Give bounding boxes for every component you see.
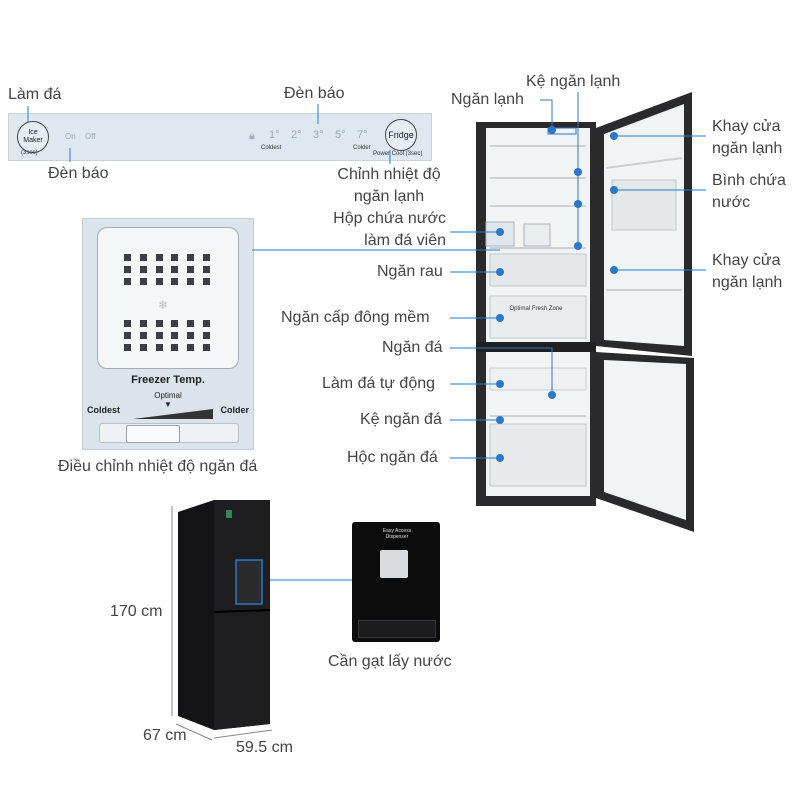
callout-lines [27,92,706,581]
soft-freeze-callout: Ngăn cấp đông mềm [281,309,430,326]
water-lever[interactable] [380,550,408,578]
freezer-compartment-callout: Ngăn đá [382,339,443,356]
dial-dots-top [124,254,214,285]
temp-step-2: 2° [291,129,302,141]
freezer-shelf-callout: Kệ ngăn đá [360,411,442,428]
dial-colder-label: Colder [220,405,249,415]
temp-step-3: 3° [313,129,324,141]
ice-maker-callout: Làm đá [8,86,62,103]
indicator-callout-bottom: Đèn báo [48,165,109,182]
optimal-text: Optimal [154,391,182,400]
temp-step-7: 7° [357,129,368,141]
optimal-arrow-icon: ▼ [164,400,172,409]
control-panel: Ice Maker (3sec) On Off 🔒︎ 1° 2° 3° 5° 7… [8,113,432,161]
freezer-temp-slider[interactable] [99,423,239,443]
freezer-dial-caption: Điều chỉnh nhiệt độ ngăn đá [58,458,258,475]
ice-tray-box-callout: Hộp chứa nước làm đá viên [333,210,446,249]
vegetable-drawer-callout: Ngăn rau [377,263,443,280]
water-dispenser-closeup: Easy Access Dispenser [352,522,440,642]
on-indicator: On [65,132,76,141]
fridge-button[interactable]: Fridge [385,119,417,151]
ice-maker-button-label: Ice Maker [23,129,43,144]
ice-maker-hint: (3sec) [21,150,38,156]
power-cool-hint: Power Cool (3sec) [373,151,423,157]
auto-ice-callout: Làm đá tự động [322,375,436,392]
fridge-button-label: Fridge [388,130,414,140]
freezer-dial: ❄ Freezer Temp. Optimal▼ Coldest Colder [82,218,254,450]
lock-icon: 🔒︎ [249,130,255,142]
temp-step-5: 5° [335,129,346,141]
door-tray-top-callout: Khay cửa ngăn lạnh [712,118,783,157]
ice-maker-button[interactable]: Ice Maker [17,121,49,153]
easy-access-label: Easy Access Dispenser [382,528,412,540]
door-tray-bottom-callout: Khay cửa ngăn lạnh [712,252,783,291]
dial-coldest-label: Coldest [87,405,121,415]
drip-tray [358,620,436,638]
freezer-temp-slider-knob[interactable] [126,425,180,443]
snowflake-icon: ❄ [158,298,169,312]
off-indicator: Off [85,132,96,141]
vegetable-drawer-shape [489,253,587,287]
width-dimension: 59.5 cm [236,739,293,756]
freezer-dial-face: ❄ [97,227,239,369]
colder-label: Colder [353,145,371,151]
height-dimension: 170 cm [110,603,163,620]
temp-step-1: 1° [269,129,280,141]
fridge-temp-callout: Chỉnh nhiệt độ ngăn lạnh [337,166,441,205]
optimal-label: Optimal▼ [83,391,253,409]
fridge-compartment-callout: Ngăn lạnh [451,91,524,108]
freezer-temp-title: Freezer Temp. [131,374,205,386]
freezer-drawer-shape [489,423,587,487]
dispenser-caption: Cần gạt lấy nước [328,653,452,670]
optimal-fresh-zone-label: Optimal Fresh Zone [509,306,563,312]
fridge-shelf-callout: Kệ ngăn lạnh [526,73,621,90]
indicator-callout-top: Đèn báo [284,85,345,102]
dial-wedge [133,409,213,419]
soft-freeze-drawer-shape [489,295,587,339]
freezer-drawer-callout: Hộc ngăn đá [347,449,438,466]
depth-dimension: 67 cm [143,727,187,744]
exterior-dispenser-highlight [235,559,263,605]
dial-dots-bottom [124,320,214,351]
water-tank-callout: Bình chứa nước [712,172,786,211]
coldest-label: Coldest [261,145,282,151]
